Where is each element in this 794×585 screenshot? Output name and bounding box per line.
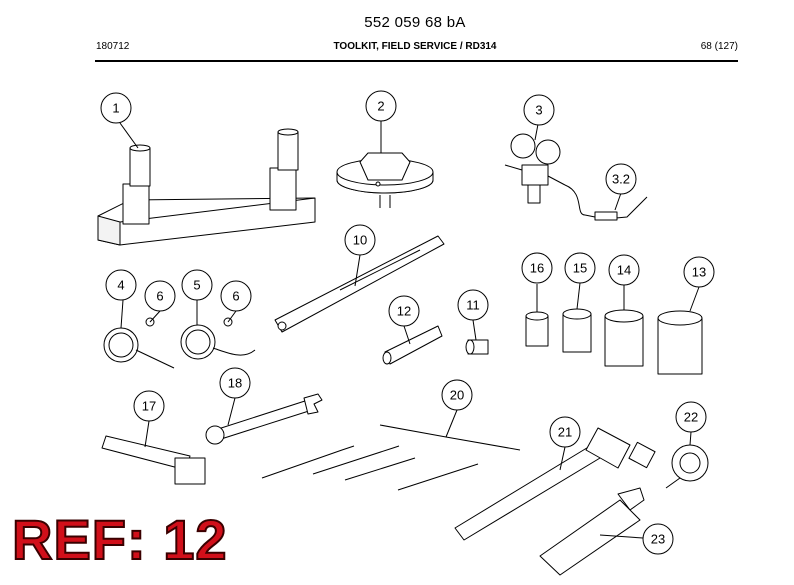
socket-15 (562, 308, 592, 353)
regulator-tool (504, 133, 648, 221)
callout-15: 15 (573, 261, 587, 276)
document-number: 552 059 68 bA (364, 14, 466, 31)
socket-13 (657, 310, 703, 375)
callout-21: 21 (558, 425, 572, 440)
callout-2: 2 (377, 99, 384, 114)
callout-5: 5 (193, 278, 200, 293)
pick-set (261, 424, 521, 491)
callout-23: 23 (651, 532, 665, 547)
callout-16: 16 (530, 261, 544, 276)
callout-3-2: 3.2 (612, 172, 630, 187)
dial-gauge-4 (103, 317, 175, 369)
puller-tool (665, 444, 709, 489)
callout-11: 11 (466, 298, 480, 313)
small-socket (465, 339, 489, 355)
callout-20: 20 (450, 388, 464, 403)
hammer (454, 427, 656, 541)
callout-3: 3 (535, 103, 542, 118)
callout-6b: 6 (232, 289, 239, 304)
document-date-code: 180712 (96, 41, 130, 52)
callout-22: 22 (684, 410, 698, 425)
page-number: 68 (127) (700, 41, 738, 52)
fixture-tool (97, 128, 316, 246)
callout-12: 12 (397, 304, 411, 319)
flange-tool (336, 152, 434, 208)
wrench (205, 393, 323, 445)
callout-18: 18 (228, 376, 242, 391)
document-subtitle: TOOLKIT, FIELD SERVICE / RD314 (333, 41, 497, 52)
callout-17: 17 (142, 399, 156, 414)
callout-4: 4 (117, 278, 124, 293)
header-rule (95, 60, 738, 62)
callout-13: 13 (692, 265, 706, 280)
socket-14 (604, 309, 644, 367)
torque-extension (101, 435, 206, 485)
callout-14: 14 (617, 263, 631, 278)
socket-16 (525, 311, 549, 347)
callout-6a: 6 (156, 289, 163, 304)
callout-10: 10 (353, 233, 367, 248)
extension-rod (274, 235, 445, 333)
ref-stamp: REF: 12 (11, 508, 228, 571)
slide-hammer (539, 487, 645, 576)
socket-extension (382, 325, 443, 365)
dial-gauge-5 (180, 317, 256, 360)
callout-1: 1 (112, 101, 119, 116)
